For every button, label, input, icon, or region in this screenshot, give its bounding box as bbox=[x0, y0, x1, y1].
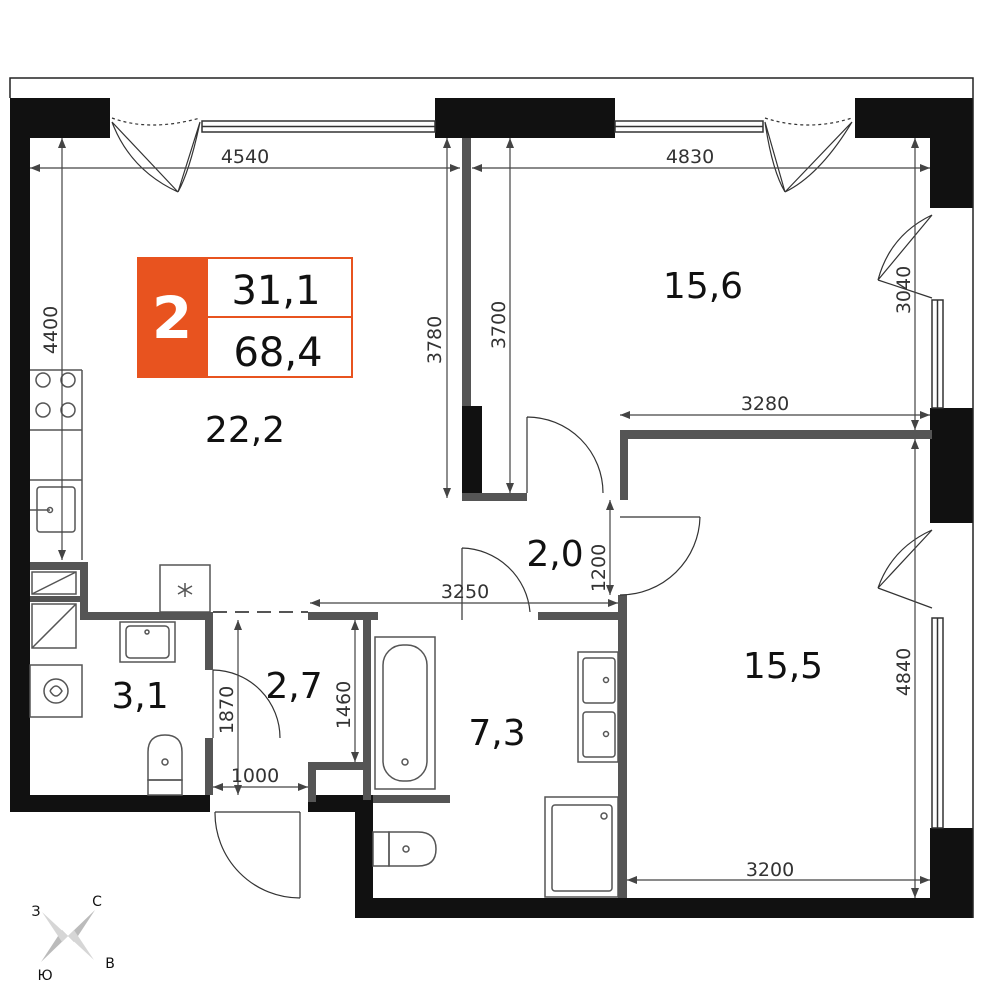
room-area-bathroom-small: 3,1 bbox=[111, 676, 168, 717]
stove-icon bbox=[35, 372, 76, 418]
room-area-bathroom-large: 7,3 bbox=[468, 713, 525, 754]
compass-east: В bbox=[105, 956, 115, 972]
bathtub-icon bbox=[374, 636, 436, 790]
dim-4830: 4830 bbox=[666, 146, 714, 168]
area-badge: 2 31,1 68,4 bbox=[137, 257, 353, 378]
kitchen-sink-icon bbox=[30, 486, 76, 533]
dim-3780: 3780 bbox=[424, 316, 446, 364]
compass-south: Ю bbox=[37, 968, 52, 984]
badge-rooms-count: 2 bbox=[152, 284, 192, 352]
dim-1870: 1870 bbox=[216, 686, 238, 734]
windows bbox=[201, 120, 944, 829]
inner-walls bbox=[30, 138, 932, 898]
dim-3700: 3700 bbox=[488, 301, 510, 349]
ventilation-icon bbox=[159, 564, 211, 613]
compass-west: З bbox=[32, 904, 41, 920]
facade-outline bbox=[9, 77, 974, 918]
dim-1200: 1200 bbox=[588, 544, 610, 592]
dim-1460: 1460 bbox=[333, 681, 355, 729]
dim-4540: 4540 bbox=[221, 146, 269, 168]
cabinet-icon bbox=[31, 571, 77, 649]
outer-wall-west bbox=[10, 98, 30, 812]
interior-doors bbox=[212, 416, 701, 899]
washing-machine-icon bbox=[29, 664, 83, 718]
dim-3200: 3200 bbox=[746, 859, 794, 881]
shower-icon bbox=[544, 796, 619, 898]
wall-bath-west bbox=[363, 612, 371, 800]
bathroom-sink-icon bbox=[119, 621, 176, 663]
dimension-lines bbox=[30, 138, 930, 898]
room-area-bedroom-south: 15,5 bbox=[743, 646, 823, 687]
toilet-icon-large-bath bbox=[372, 831, 437, 867]
toilet-icon bbox=[147, 734, 183, 796]
room-area-living-kitchen: 22,2 bbox=[205, 410, 285, 451]
outer-wall-south bbox=[355, 898, 973, 918]
room-area-hall: 2,0 bbox=[526, 534, 583, 575]
outer-wall-north-middle bbox=[435, 98, 615, 138]
compass-north: С bbox=[92, 894, 102, 910]
compass-rose-icon: З С Ю В bbox=[32, 894, 115, 984]
badge-total-area: 68,4 bbox=[233, 330, 322, 376]
dim-4840: 4840 bbox=[893, 648, 915, 696]
dim-3040: 3040 bbox=[893, 266, 915, 314]
kitchen-counter bbox=[30, 369, 83, 560]
double-sink-icon bbox=[577, 651, 619, 763]
dim-1000: 1000 bbox=[231, 765, 279, 787]
dimension-arrows bbox=[30, 138, 930, 898]
badge-living-area: 31,1 bbox=[231, 268, 320, 314]
badge-rooms-box bbox=[138, 258, 208, 377]
wall-living-bedroom bbox=[462, 138, 471, 406]
room-area-corridor: 2,7 bbox=[265, 666, 322, 707]
outer-walls bbox=[10, 98, 973, 918]
room-area-bedroom-north: 15,6 bbox=[663, 266, 743, 307]
dim-4400: 4400 bbox=[40, 306, 62, 354]
dim-3250: 3250 bbox=[441, 581, 489, 603]
dim-3280: 3280 bbox=[741, 393, 789, 415]
wall-bedroom-south-west bbox=[618, 595, 627, 898]
outer-wall-east bbox=[930, 98, 973, 208]
balcony-doors bbox=[111, 117, 933, 609]
wall-bedroom-south-top bbox=[620, 430, 932, 439]
